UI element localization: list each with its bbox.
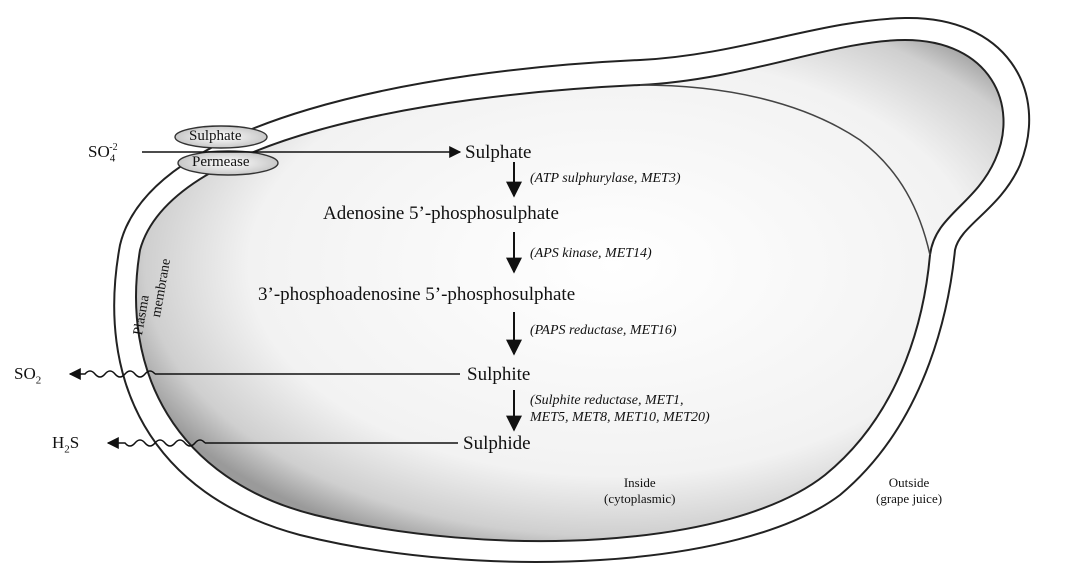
metabolite-sulphite: Sulphite xyxy=(467,365,530,384)
region-inside-line1: Inside xyxy=(604,475,675,491)
region-outside-line1: Outside xyxy=(876,475,942,491)
region-inside-line2: (cytoplasmic) xyxy=(604,491,675,507)
region-outside: Outside (grape juice) xyxy=(876,475,942,506)
metabolite-aps: Adenosine 5’-phosphosulphate xyxy=(323,204,559,223)
so2-formula: SO2 xyxy=(14,365,41,386)
region-outside-line2: (grape juice) xyxy=(876,491,942,507)
region-inside: Inside (cytoplasmic) xyxy=(604,475,675,506)
metabolite-paps: 3’-phosphoadenosine 5’-phosphosulphate xyxy=(258,285,575,304)
transporter-label-bottom: Permease xyxy=(192,155,249,170)
h2s-post: S xyxy=(70,433,79,452)
enzyme-step4-line1: (Sulphite reductase, MET1, xyxy=(530,394,683,408)
enzyme-step4-line2: MET5, MET8, MET10, MET20) xyxy=(530,411,710,425)
external-sulphate-sup: -2 xyxy=(109,142,117,153)
metabolite-sulphide: Sulphide xyxy=(463,434,531,453)
enzyme-step3: (PAPS reductase, MET16) xyxy=(530,324,677,338)
enzyme-step1: (ATP sulphurylase, MET3) xyxy=(530,172,681,186)
external-sulphate-formula: SO4-2 xyxy=(88,143,118,164)
h2s-pre: H xyxy=(52,433,64,452)
external-sulphate-base: SO xyxy=(88,142,110,161)
so2-base: SO xyxy=(14,364,36,383)
enzyme-step2: (APS kinase, MET14) xyxy=(530,247,652,261)
so2-sub: 2 xyxy=(36,374,42,386)
external-sulphate-sub: 4 xyxy=(110,152,116,164)
transporter-label-top: Sulphate xyxy=(189,129,242,144)
h2s-formula: H2S xyxy=(52,434,79,455)
metabolite-sulphate: Sulphate xyxy=(465,143,532,162)
